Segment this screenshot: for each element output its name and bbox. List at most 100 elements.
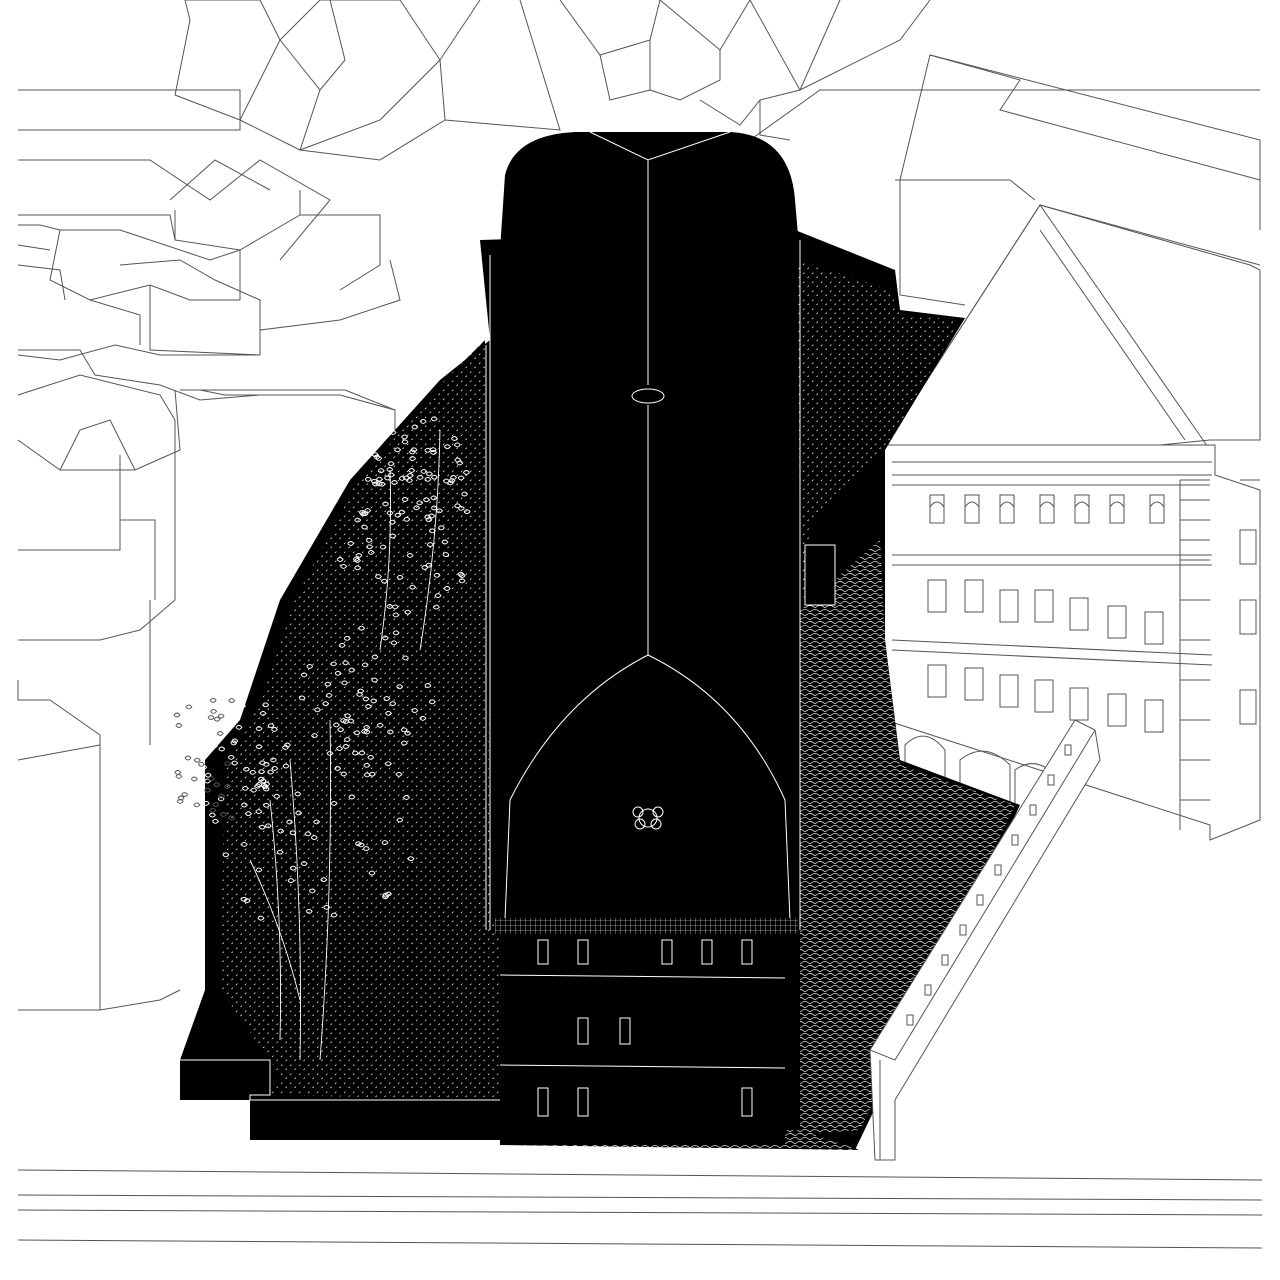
tree-leaf <box>424 476 432 482</box>
tree-leaf <box>389 533 397 539</box>
tree-leaf <box>387 472 395 478</box>
tree-leaf <box>344 713 352 719</box>
tree-leaf <box>173 712 181 718</box>
tree-leaf <box>430 450 438 455</box>
tree-leaf <box>413 505 421 511</box>
tree-leaf <box>267 769 275 775</box>
tree-leaf <box>424 683 432 688</box>
tree-leaf <box>259 760 267 766</box>
tree-leaf <box>323 904 331 910</box>
tree-leaf <box>450 475 457 480</box>
tree-leaf <box>313 819 321 825</box>
tree-leaf <box>451 436 458 441</box>
tree-leaf <box>286 819 294 825</box>
tree-leaf <box>364 508 372 514</box>
tree-leaf <box>220 812 227 817</box>
tree-leaf <box>396 684 404 690</box>
tree-leaf <box>402 475 410 481</box>
tree-leaf <box>262 761 270 767</box>
tree-trunk <box>319 719 332 1061</box>
tree-trunk <box>379 469 392 651</box>
tree-leaf <box>403 516 411 522</box>
tree-leaf <box>224 761 232 767</box>
tree-leaf <box>376 476 383 482</box>
tree-leaf <box>354 517 362 523</box>
tree-leaf <box>259 778 267 784</box>
tree-leaf <box>428 528 436 534</box>
tree-leaf <box>347 541 355 546</box>
tree-leaf <box>406 473 414 478</box>
tree-leaf <box>382 892 390 898</box>
tree-leaf <box>239 703 246 709</box>
tree-leaf <box>341 680 349 686</box>
tree-leaf <box>176 798 184 804</box>
tree-leaf <box>379 544 387 550</box>
tree-leaf <box>375 481 383 487</box>
tree-leaf <box>401 434 409 440</box>
tree-leaf <box>425 517 433 523</box>
tree-leaf <box>209 697 217 703</box>
tree-leaf <box>340 771 348 777</box>
tree-leaf <box>184 779 192 785</box>
tree-leaf <box>396 817 404 823</box>
tree-leaf <box>401 497 409 502</box>
tree-leaf <box>403 795 410 800</box>
tree-leaf <box>430 474 438 480</box>
tree-leaf <box>463 509 471 515</box>
tree-leaf <box>334 670 342 676</box>
tree-leaf <box>389 519 396 525</box>
tree-leaf <box>360 728 368 734</box>
tree-leaf <box>367 754 375 760</box>
tree-leaf <box>298 695 306 701</box>
tree-leaf <box>409 584 417 590</box>
tree-leaf <box>458 578 466 584</box>
tree-leaf <box>284 742 291 748</box>
tree-leaf <box>363 772 371 778</box>
tree-leaf <box>204 787 212 793</box>
tree-leaf <box>193 802 201 808</box>
tree-leaf <box>463 470 470 475</box>
tree-leaf <box>218 746 226 752</box>
tree-leaf <box>390 640 398 646</box>
tree-trunk <box>269 799 282 1041</box>
tree-leaf <box>357 842 365 848</box>
tree-leaf <box>381 635 389 641</box>
tree-leaf <box>287 878 295 884</box>
tree-leaf <box>208 812 216 818</box>
tree-leaf <box>342 660 350 666</box>
tree-leaf <box>267 723 275 729</box>
tree-leaf <box>429 447 437 453</box>
tree-leaf <box>325 692 333 698</box>
tree-leaf <box>204 772 212 778</box>
tree-leaf <box>448 478 456 484</box>
tree-leaf <box>264 823 272 829</box>
tree-leaf <box>364 704 372 709</box>
tree-leaf <box>384 475 391 481</box>
tree-leaf <box>259 710 267 716</box>
tree-trunk <box>249 859 301 1001</box>
tree-leaf <box>348 794 356 800</box>
tree-leaf <box>361 524 369 530</box>
tree-leaf <box>240 896 248 902</box>
tree-leaf <box>458 573 466 579</box>
tree-leaf <box>245 811 252 817</box>
tree-leaf <box>366 544 374 550</box>
tree-leaf <box>258 769 266 775</box>
tree-leaf <box>342 744 350 749</box>
tree-leaf <box>404 609 412 615</box>
tree-leaf <box>426 542 434 548</box>
tree-leaf <box>361 662 369 668</box>
tree-leaf <box>404 730 412 736</box>
tree-leaf <box>347 718 355 724</box>
tree-leaf <box>398 509 406 515</box>
tree-leaf <box>294 791 302 797</box>
tree-leaf <box>400 740 408 746</box>
tree-leaf <box>334 766 342 771</box>
tree-leaf <box>358 625 366 631</box>
tree-leaf <box>271 765 279 771</box>
tree-leaf <box>419 715 427 721</box>
tree-leaf <box>432 604 440 610</box>
tree-leaf <box>177 795 185 801</box>
tree-leaf <box>185 704 193 710</box>
tree-leaf <box>376 722 384 728</box>
